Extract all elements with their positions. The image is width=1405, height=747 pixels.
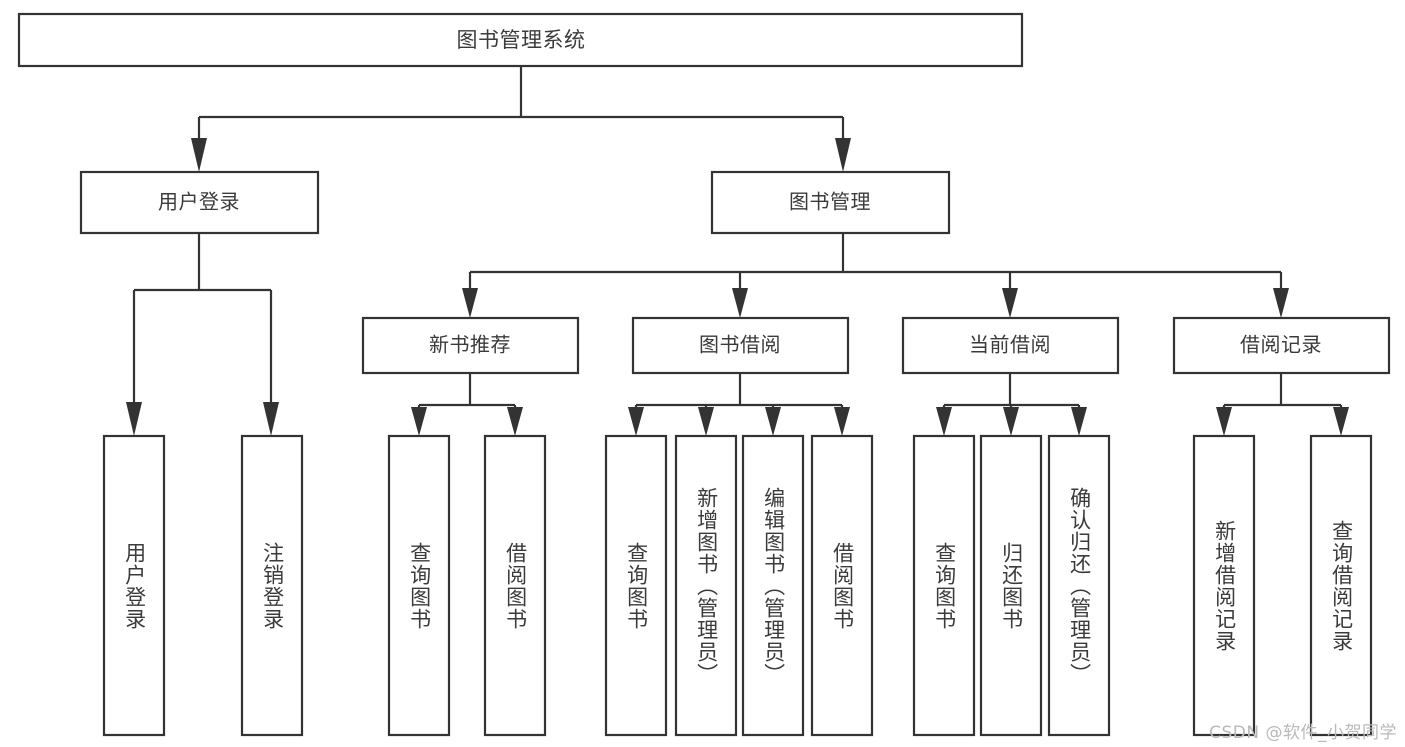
leaf-box-cb-query-book[interactable]	[912, 434, 976, 737]
leaf-box-user-login[interactable]	[102, 434, 166, 737]
node-new-book-recommend-label: 新书推荐	[429, 333, 511, 357]
arrow-head-br-add-record	[1216, 407, 1232, 436]
arrow-head-cb-confirm-return	[1071, 407, 1087, 436]
connector-group-borrow-record	[1216, 373, 1349, 436]
node-user-login-box	[79, 170, 320, 235]
node-borrow-record-label: 借阅记录	[1240, 333, 1322, 357]
node-book-borrow[interactable]: 图书借阅	[631, 316, 850, 375]
arrow-head-new-book-recommend	[462, 288, 478, 318]
node-root-box	[17, 12, 1024, 68]
arrow-head-user-login	[191, 138, 207, 172]
leaf-box-br-add-record[interactable]	[1192, 434, 1256, 737]
node-book-manage-label: 图书管理	[789, 190, 871, 214]
arrow-head-bb-borrow-book	[834, 407, 850, 436]
leaf-box-bb-edit-book[interactable]	[741, 434, 805, 737]
node-new-book-recommend[interactable]: 新书推荐	[361, 316, 580, 375]
node-borrow-record-box	[1172, 316, 1391, 375]
node-new-book-recommend-box	[361, 316, 580, 375]
leaf-boxes-group	[102, 434, 1373, 737]
connector-group-book-borrow	[628, 373, 850, 436]
arrow-head-borrow-record	[1273, 288, 1289, 318]
node-borrow-record[interactable]: 借阅记录	[1172, 316, 1391, 375]
arrow-head-nbr-borrow-book	[507, 407, 523, 436]
leaf-box-bb-borrow-book[interactable]	[810, 434, 874, 737]
connector-group-current-borrow	[936, 373, 1087, 436]
watermark-text: CSDN @软件_小贺同学	[1209, 723, 1397, 743]
leaf-box-bb-query-book[interactable]	[604, 434, 668, 737]
connector-group-root	[191, 66, 851, 172]
arrow-head-br-query-record	[1333, 407, 1349, 436]
node-user-login[interactable]: 用户登录	[79, 170, 320, 235]
arrow-head-book-borrow	[732, 288, 748, 318]
arrow-head-cb-return-book	[1003, 407, 1019, 436]
leaf-box-bb-add-book[interactable]	[674, 434, 738, 737]
arrow-head-bb-query-book	[628, 407, 644, 436]
node-root-label: 图书管理系统	[457, 28, 586, 52]
node-current-borrow-label: 当前借阅	[969, 333, 1051, 357]
connector-group-new-book-recommend	[411, 373, 523, 436]
leaf-box-nbr-borrow-book[interactable]	[483, 434, 547, 737]
leaf-box-cb-confirm-return[interactable]	[1047, 434, 1111, 737]
leaf-box-nbr-query-book[interactable]	[387, 434, 451, 737]
arrow-head-bb-add-book	[698, 407, 714, 436]
leaf-box-logout[interactable]	[240, 434, 304, 737]
node-root[interactable]: 图书管理系统	[17, 12, 1024, 68]
connector-group-user-login	[126, 233, 279, 436]
node-user-login-label: 用户登录	[158, 190, 240, 214]
leaf-box-br-query-record[interactable]	[1309, 434, 1373, 737]
arrow-head-leaf-user-login	[126, 402, 142, 436]
node-book-manage-box	[710, 170, 951, 235]
arrow-head-leaf-logout	[263, 402, 279, 436]
leaf-box-cb-return-book[interactable]	[979, 434, 1043, 737]
node-book-borrow-label: 图书借阅	[699, 333, 781, 357]
arrow-head-book-manage	[835, 138, 851, 172]
node-current-borrow-box	[901, 316, 1120, 375]
arrow-head-nbr-query-book	[411, 407, 427, 436]
arrow-head-cb-query-book	[936, 407, 952, 436]
connector-group-book-manage	[462, 233, 1289, 318]
node-current-borrow[interactable]: 当前借阅	[901, 316, 1120, 375]
arrow-head-bb-edit-book	[765, 407, 781, 436]
arrow-head-current-borrow	[1002, 288, 1018, 318]
node-book-manage[interactable]: 图书管理	[710, 170, 951, 235]
node-book-borrow-box	[631, 316, 850, 375]
